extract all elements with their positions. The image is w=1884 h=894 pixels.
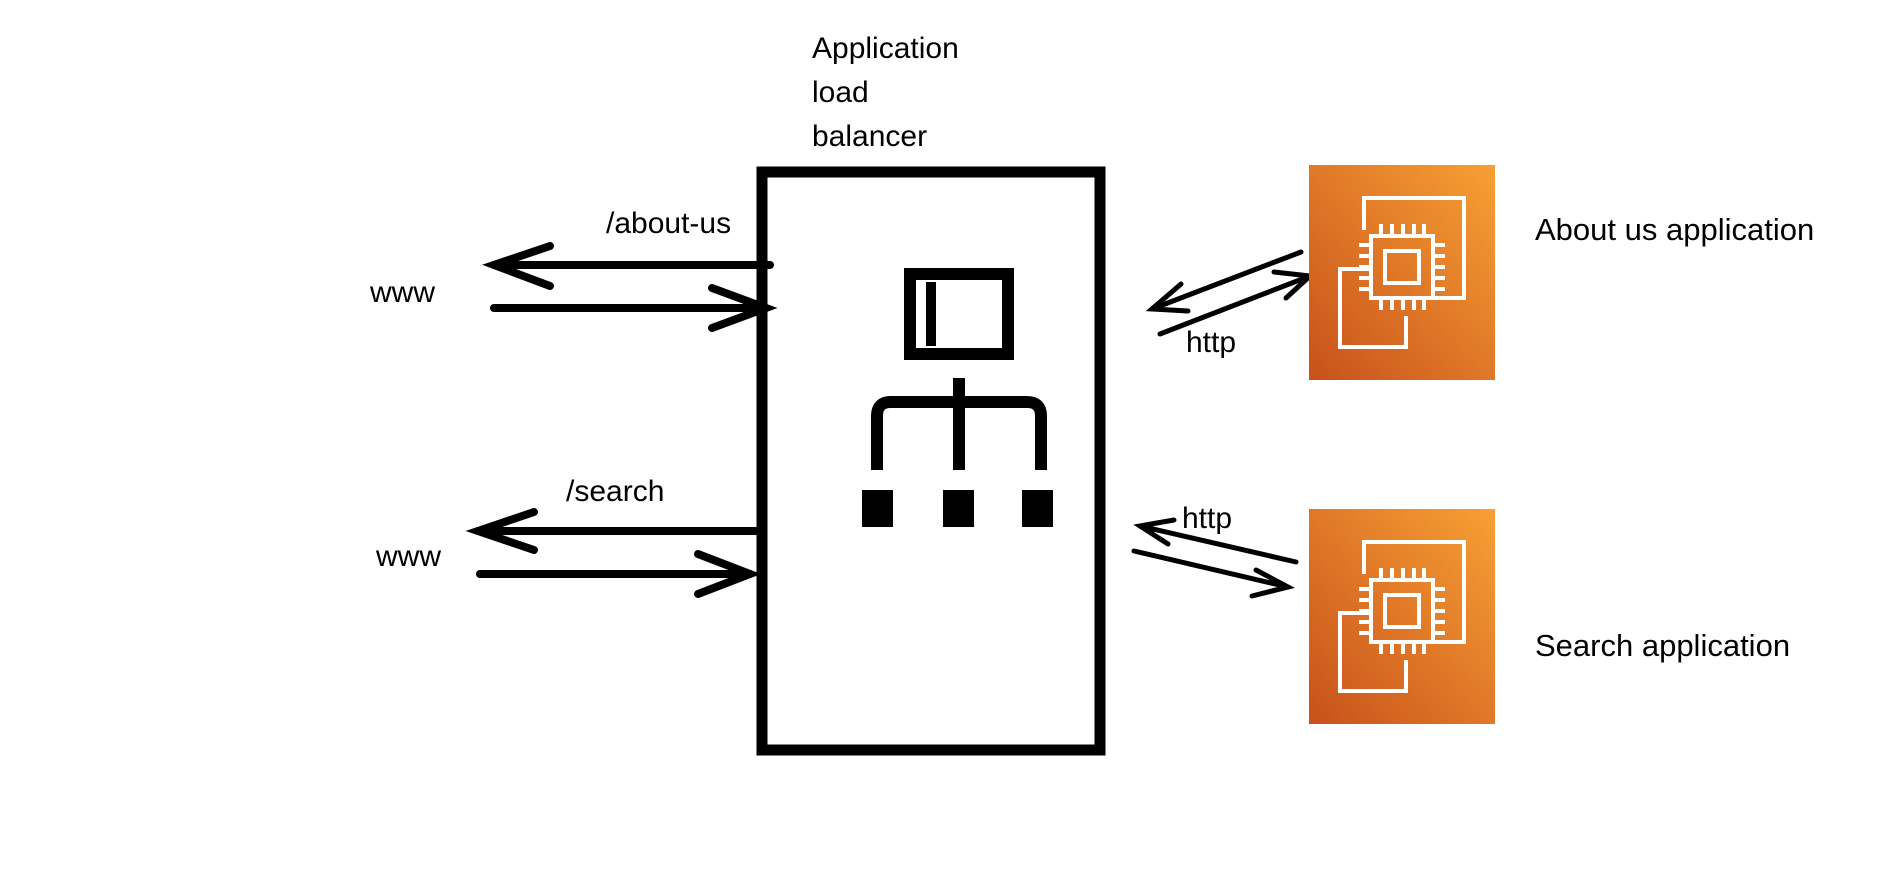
load-balancer-title-line-3: balancer [812,120,927,153]
target-label-about-us-application: About us application [1535,212,1814,247]
load-balancer-title-line-1: Application [812,32,959,65]
ec2-instances-icon [1309,509,1495,724]
search-request-arrows [465,508,762,598]
http-label-about-us: http [1186,326,1236,359]
route-label-about-us: /about-us [606,207,731,240]
ec2-instances-icon [1309,165,1495,380]
load-balancer-title-line-2: load [812,76,869,109]
load-balancer-icon [862,268,1053,527]
search-http-arrows [1131,517,1299,599]
http-label-search: http [1182,502,1232,535]
source-label-www-2: www [375,540,441,573]
source-label-www-1: www [369,276,435,309]
target-label-search-application: Search application [1535,628,1790,663]
about-us-http-arrows [1145,249,1316,337]
route-label-search: /search [566,475,664,508]
about-us-request-arrows [482,242,778,332]
load-balancer-box [756,166,1106,756]
